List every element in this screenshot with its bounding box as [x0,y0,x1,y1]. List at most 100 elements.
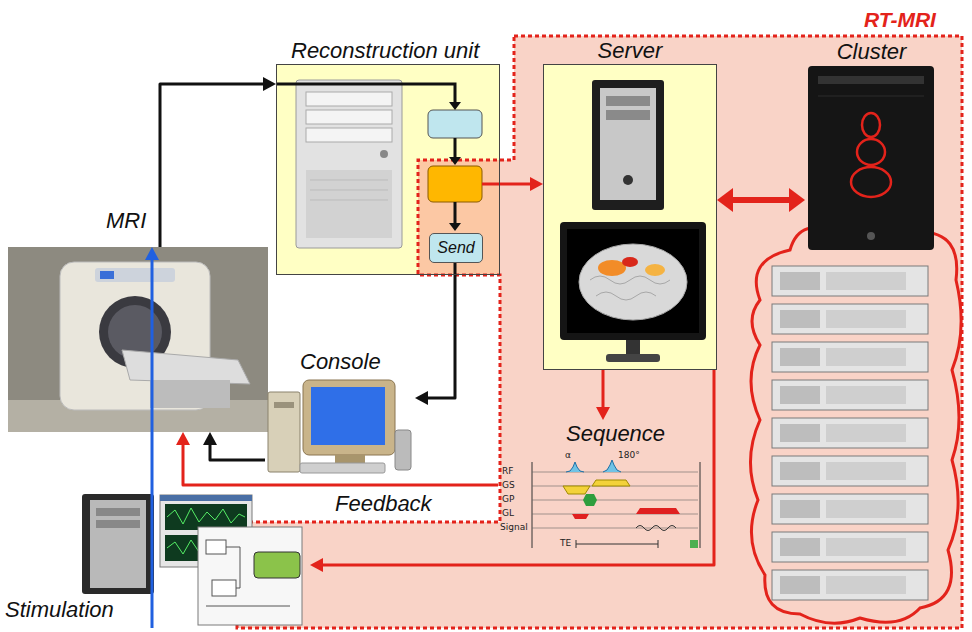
arrow-head [263,77,276,91]
node-heading: Reconstruction unit [291,39,479,63]
cluster-tower-part [851,167,891,197]
pulse-sequence-part [532,462,700,548]
server-racks-part [772,380,928,410]
server-racks-part [826,576,906,594]
reconstruction-computer-part [310,190,388,191]
stimulation-computer-part [160,495,252,501]
reconstruction-computer-part [306,128,392,142]
cluster-cloud [750,219,961,623]
reconstruction-steps-part [454,138,457,158]
server-racks-part [780,386,820,404]
pulse-sequence-part [572,514,589,519]
console-computer-part [300,463,385,473]
mri-photo-part [122,350,250,384]
reconstruction-steps-part [482,183,499,186]
arrow-head [596,407,610,420]
server-computer-part [623,175,633,185]
server-racks-part [772,570,928,600]
server-racks-part [780,462,820,480]
arrow-head [176,432,190,445]
arrow-head [310,558,323,572]
server-computer-part [592,80,664,210]
server-computer-part [600,88,656,200]
mri-photo [8,247,268,432]
server-racks-part [826,310,906,328]
server-racks-part [826,538,906,556]
console-computer [268,380,411,473]
mri-node: MRI [8,247,268,432]
stimulation-computer-part [165,504,247,530]
reconstruction-computer [296,80,402,248]
reconstruction-steps-part [449,223,461,231]
connector-line [500,183,531,186]
node-heading: Stimulation [5,598,114,622]
server-computer-part [606,96,650,106]
reconstruction-panel-part [276,64,500,275]
reconstruction-computer-part [310,180,388,181]
server-racks-part [780,310,820,328]
connector [310,370,714,572]
server-computer [592,80,664,210]
pulse-sequence-part [603,460,621,472]
flip-angle-anchor: 180° [618,451,640,461]
pulse-sequence-part [690,540,698,548]
pulse-sequence [532,460,700,548]
stimulation-computer-part [82,494,154,594]
reconstruction-steps-part [428,110,482,138]
rt-mri-outline-part [237,36,962,628]
connector-line [602,370,605,408]
pulse-sequence-part [592,480,630,486]
flip-angle: α [565,451,571,461]
reconstruction-computer-part [306,170,392,238]
rt-mri-outline [237,36,962,628]
reconstruction-computer-part [306,110,392,124]
brain-monitor-part [626,340,640,356]
stimulation-node: Stimulation [5,492,310,628]
server-racks-part [772,418,928,448]
reconstruction-steps-part [449,102,461,110]
connector [500,177,543,191]
reconstruction-unit-box: Reconstruction unitSend [276,64,500,275]
node-heading: Sequence [566,422,665,446]
mri-photo-part [95,268,175,282]
server-computer-part [606,110,650,120]
console-computer-part [335,455,365,463]
console-computer-part [268,392,300,472]
reconstruction-steps-part [277,84,455,103]
stimulation-computer-part [206,540,226,554]
mri-photo-part [100,271,114,279]
pulse-sequence-part [583,494,597,506]
stimulation-computer-part [198,527,302,625]
mri-photo-part [150,380,230,408]
node-heading: Send [437,239,474,257]
flip-angle: 180° [618,451,640,461]
reconstruction-computer-part [306,92,392,106]
cluster-tower-part [818,76,924,84]
region-title: RT-MRI [864,8,936,31]
connector-line [183,444,498,485]
pulse-sequence-part [636,526,676,531]
region-title-anchor: RT-MRI [864,8,936,31]
reconstruction-computer-part [296,80,402,248]
signal-name: Signal [500,523,528,533]
reconstruction-panel-part [418,160,500,275]
server-racks-part [772,532,928,562]
stimulation-computer-part [254,552,300,578]
timing-label: TE [560,539,571,549]
brain-monitor-part [596,292,656,300]
console-computer-part [303,380,395,455]
stimulation-computer-part [96,520,140,528]
connector-line [427,263,455,398]
server-racks-part [826,424,906,442]
signal-name: GP [502,495,514,505]
signal-name-anchor: GP [502,495,514,505]
stimulation-computer-part [90,500,146,588]
pulse-sequence-part [563,486,590,494]
signal-name-anchor: GL [502,509,514,519]
server-racks-part [780,272,820,290]
reconstruction-computer-part [380,150,388,158]
reconstruction-panel [276,64,500,275]
connector-line [322,370,714,565]
